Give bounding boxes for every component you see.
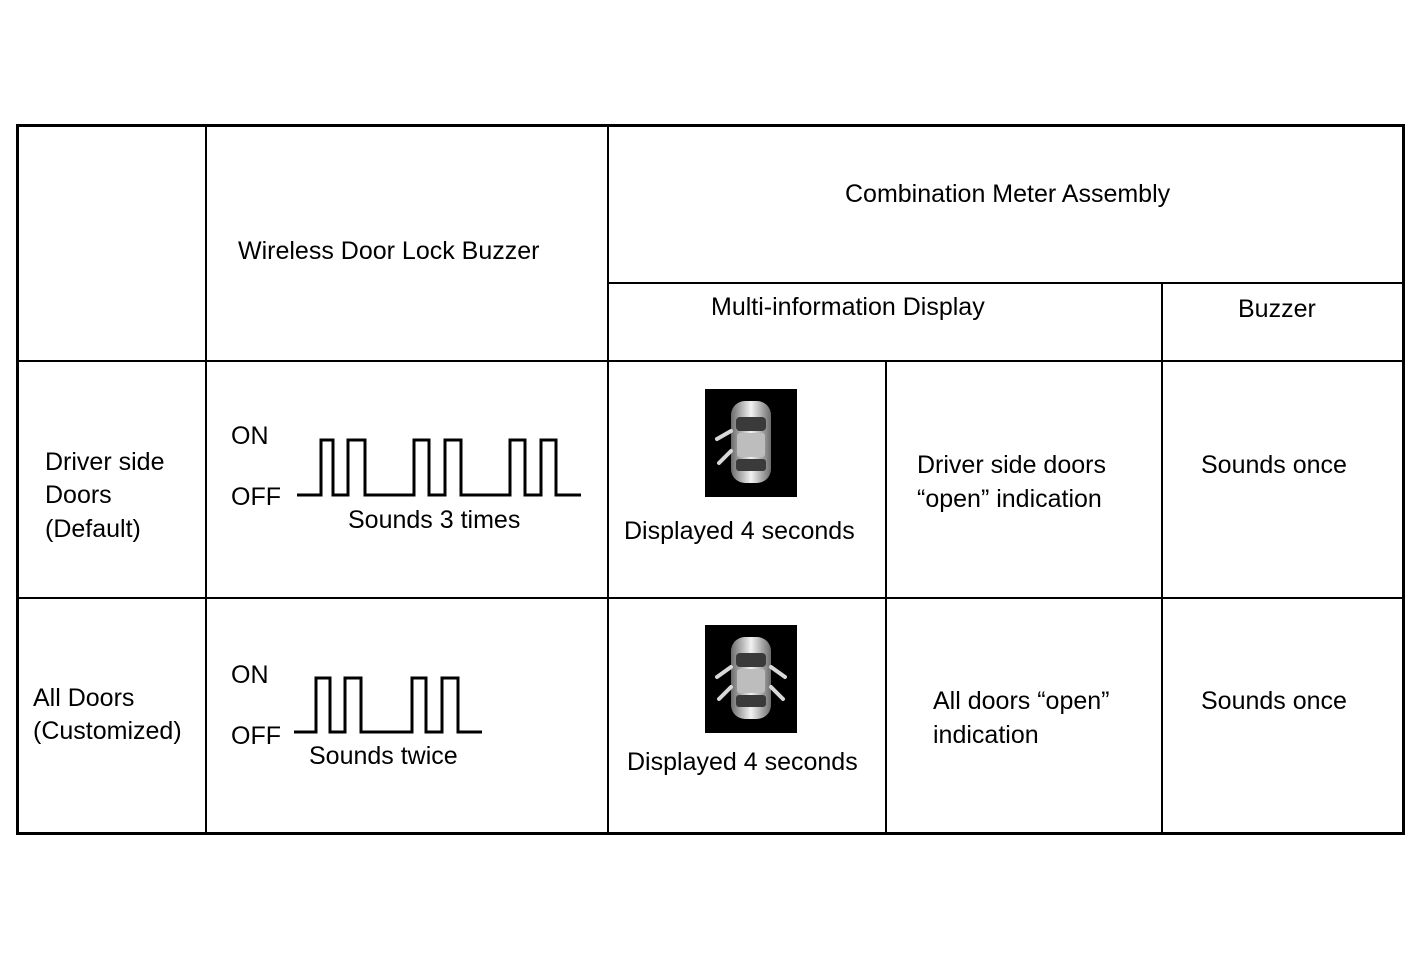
table-border-right [1402,124,1405,835]
display-caption: Displayed 4 seconds [624,517,855,545]
table-border-left [16,124,19,835]
off-label: OFF [231,483,281,511]
on-label: ON [231,422,269,450]
header-multi-info-display: Multi-information Display [711,293,985,321]
divider-v1 [205,124,207,835]
table-border-top [16,124,1405,127]
car-all-doors-open-icon [705,625,797,733]
buzzer-result: Sounds once [1201,687,1347,715]
divider-v2 [607,124,609,835]
pulse-waveform [294,676,482,734]
buzzer-result: Sounds once [1201,451,1347,479]
pulse-waveform [297,438,581,497]
table-border-bottom [16,832,1405,835]
row-label-line: (Default) [45,515,141,543]
indication-line: All doors “open” [933,687,1110,715]
on-label: ON [231,661,269,689]
indication-line: Driver side doors [917,451,1106,479]
pulse-caption: Sounds twice [309,742,458,770]
indication-line: “open” indication [917,485,1102,513]
header-buzzer: Buzzer [1238,295,1316,323]
row-label-line: All Doors [33,684,135,712]
divider-h-header [16,360,1405,362]
car-driver-doors-open-icon [705,389,797,497]
display-caption: Displayed 4 seconds [627,748,858,776]
divider-h-row [16,597,1405,599]
row-label-line: (Customized) [33,717,182,745]
divider-v4 [1161,282,1163,835]
row-label-line: Doors [45,481,112,509]
header-combination-meter: Combination Meter Assembly [845,180,1171,208]
divider-h-meter [607,282,1405,284]
header-wireless-buzzer: Wireless Door Lock Buzzer [238,237,540,265]
row-label-line: Driver side [45,448,165,476]
pulse-caption: Sounds 3 times [348,506,521,534]
off-label: OFF [231,722,281,750]
indication-line: indication [933,721,1039,749]
